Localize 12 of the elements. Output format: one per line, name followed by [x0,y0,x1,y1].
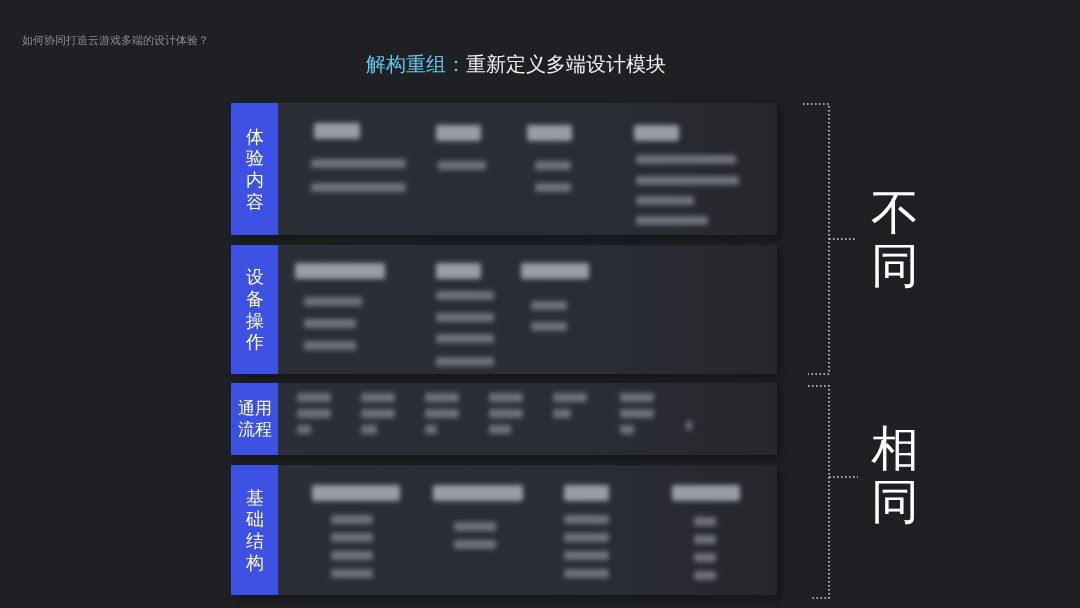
module-label: 体验内容 [231,103,278,235]
bracket-label: 相同 [871,422,919,528]
bracket-label: 不同 [871,186,919,292]
module-panel [231,103,777,235]
module-label: 通用流程 [231,383,278,455]
module-label: 设备操作 [231,245,278,374]
slide-subtitle: 如何协同打造云游戏多端的设计体验？ [22,34,209,48]
module-panel [231,383,777,455]
slide-title: 解构重组：重新定义多端设计模块 [366,51,666,78]
module-panel [231,245,777,374]
module-label: 基础结构 [231,465,278,595]
module-panel [231,465,777,595]
